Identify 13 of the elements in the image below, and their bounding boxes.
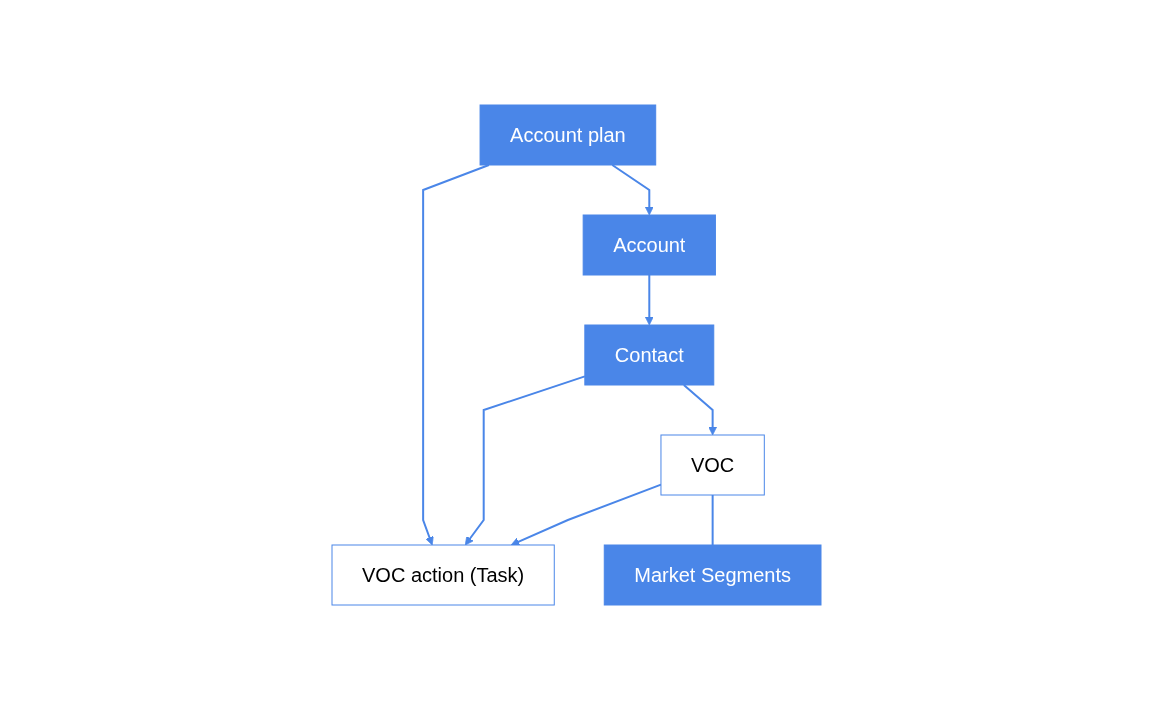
arrow bbox=[421, 164, 490, 546]
arrow bbox=[644, 274, 654, 326]
connector bbox=[711, 494, 714, 546]
arrow bbox=[682, 384, 717, 436]
arrow bbox=[464, 375, 586, 546]
node-box: Account plan bbox=[479, 104, 656, 166]
node-box: VOC bbox=[659, 434, 765, 496]
node-box: Contact bbox=[583, 324, 714, 386]
arrow bbox=[610, 164, 654, 216]
node-box: VOC action (Task) bbox=[331, 544, 555, 606]
arrow bbox=[510, 483, 662, 546]
node-box: Market Segments bbox=[603, 544, 821, 606]
node-box: Account bbox=[582, 214, 716, 276]
